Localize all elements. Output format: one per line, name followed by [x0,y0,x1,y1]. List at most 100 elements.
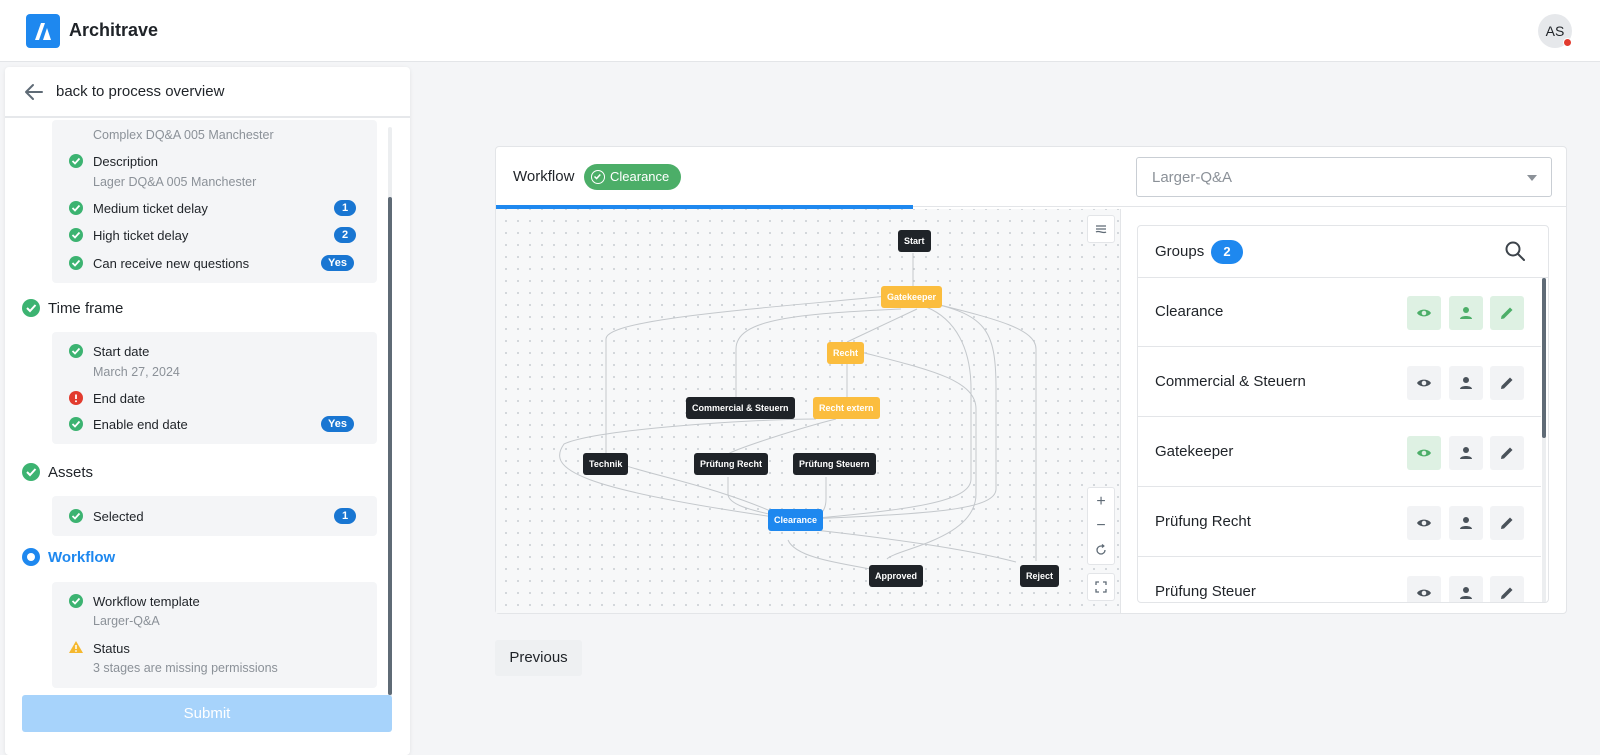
zoom-out-button[interactable]: − [1096,517,1106,534]
user-permission-button[interactable] [1449,436,1483,470]
back-to-overview-link[interactable]: back to process overview [5,67,410,118]
workflow-active-step-icon [22,548,40,566]
enable-end-date-badge: Yes [321,416,354,432]
workflow-node-recht[interactable]: Recht [827,342,865,364]
edit-permission-button[interactable] [1490,436,1524,470]
workflow-node-clearance[interactable]: Clearance [768,509,824,531]
view-permission-button[interactable] [1407,576,1441,602]
group-name: Gatekeeper [1155,443,1234,460]
check-icon [69,154,83,168]
back-label: back to process overview [56,83,225,100]
groups-title: Groups [1155,243,1205,260]
edit-permission-button[interactable] [1490,506,1524,540]
reset-view-button[interactable] [1088,538,1114,562]
view-permission-button[interactable] [1407,506,1441,540]
time-frame-title[interactable]: Time frame [48,300,124,317]
workflow-node-gatekeeper[interactable]: Gatekeeper [881,286,943,308]
notification-dot-icon [1563,38,1572,47]
general-settings-group: Complex DQ&A 005 Manchester Description … [52,120,377,283]
selected-assets-badge: 1 [334,508,356,524]
group-row-commercial-steuern[interactable]: Commercial & Steuern [1138,348,1541,417]
end-date-label: End date [93,391,146,406]
group-row-pruefung-steuer[interactable]: Prüfung Steuer [1138,558,1541,602]
fullscreen-button[interactable] [1087,573,1115,601]
edit-permission-button[interactable] [1490,296,1524,330]
view-permission-button[interactable] [1407,436,1441,470]
eye-icon [1417,589,1431,597]
zoom-controls: + − [1087,487,1115,565]
zoom-in-button[interactable]: + [1096,493,1106,510]
error-icon [69,391,83,405]
check-icon [69,417,83,431]
name-value: Complex DQ&A 005 Manchester [93,128,274,142]
architrave-logo-icon[interactable] [26,14,60,48]
workflow-diagram-canvas[interactable]: Start Gatekeeper Recht Commercial & Steu… [496,209,1121,613]
assets-title[interactable]: Assets [48,464,94,481]
workflow-template-label: Workflow template [93,594,200,609]
medium-ticket-delay-badge: 1 [334,200,356,216]
layers-icon [1095,225,1107,234]
description-label: Description [93,154,159,169]
workflow-node-pruefung-steuern[interactable]: Prüfung Steuern [793,453,876,475]
chevron-down-icon [1527,175,1537,181]
user-avatar[interactable]: AS [1538,14,1572,48]
warning-icon [68,640,84,654]
group-name: Commercial & Steuern [1155,373,1306,390]
start-date-label: Start date [93,344,150,359]
time-frame-check-icon [22,299,40,317]
group-row-pruefung-recht[interactable]: Prüfung Recht [1138,488,1541,557]
group-name: Prüfung Steuer [1155,583,1256,600]
eye-icon [1417,449,1431,457]
pencil-icon [1501,377,1513,389]
user-permission-button[interactable] [1449,506,1483,540]
status-label: Status [93,641,130,656]
user-permission-button[interactable] [1449,296,1483,330]
workflow-node-reject[interactable]: Reject [1020,565,1060,587]
assets-group: Selected 1 [52,496,377,536]
edit-permission-button[interactable] [1490,366,1524,400]
fullscreen-icon [1095,581,1107,593]
selected-assets-label: Selected [93,509,144,524]
pencil-icon [1501,447,1513,459]
top-bar: Architrave AS [0,0,1600,62]
workflow-template-select-value: Larger-Q&A [1152,169,1233,186]
layout-toggle-button[interactable] [1087,215,1115,243]
user-permission-button[interactable] [1449,576,1483,602]
workflow-node-start[interactable]: Start [898,230,931,252]
workflow-node-technik[interactable]: Technik [583,453,629,475]
status-value: 3 stages are missing permissions [93,661,278,675]
groups-header: Groups 2 [1138,226,1548,278]
view-permission-button[interactable] [1407,366,1441,400]
workflow-node-approved[interactable]: Approved [869,565,924,587]
left-panel-scrollbar-thumb[interactable] [388,197,392,695]
workflow-card: Workflow Clearance Larger-Q&A Start [495,146,1567,614]
edit-permission-button[interactable] [1490,576,1524,602]
process-steps-panel: back to process overview Complex DQ&A 00… [5,67,410,755]
eye-icon [1417,519,1431,527]
medium-ticket-delay-label: Medium ticket delay [93,201,208,216]
previous-button[interactable]: Previous [495,640,582,676]
groups-scrollbar[interactable] [1542,278,1546,602]
workflow-node-pruefung-recht[interactable]: Prüfung Recht [694,453,768,475]
workflow-node-recht-extern[interactable]: Recht extern [813,397,880,419]
submit-button[interactable]: Submit [22,695,392,732]
workflow-label: Workflow [513,168,575,185]
check-icon [69,344,83,358]
view-permission-button[interactable] [1407,296,1441,330]
workflow-status-chip: Clearance [584,164,682,190]
search-icon[interactable] [1504,240,1526,262]
high-ticket-delay-label: High ticket delay [93,228,189,243]
eye-icon [1417,379,1431,387]
workflow-group: Workflow template Larger-Q&A Status 3 st… [52,582,377,688]
can-receive-questions-label: Can receive new questions [93,256,250,271]
user-permission-button[interactable] [1449,366,1483,400]
group-row-clearance[interactable]: Clearance [1138,278,1541,347]
workflow-progress-track [496,206,1566,207]
groups-scrollbar-thumb[interactable] [1542,278,1546,438]
workflow-template-select[interactable]: Larger-Q&A [1136,157,1552,197]
workflow-title[interactable]: Workflow [48,549,116,566]
pencil-icon [1501,307,1513,319]
group-row-gatekeeper[interactable]: Gatekeeper [1138,418,1541,487]
workflow-node-commercial-steuern[interactable]: Commercial & Steuern [686,397,795,419]
refresh-icon [1096,544,1106,555]
